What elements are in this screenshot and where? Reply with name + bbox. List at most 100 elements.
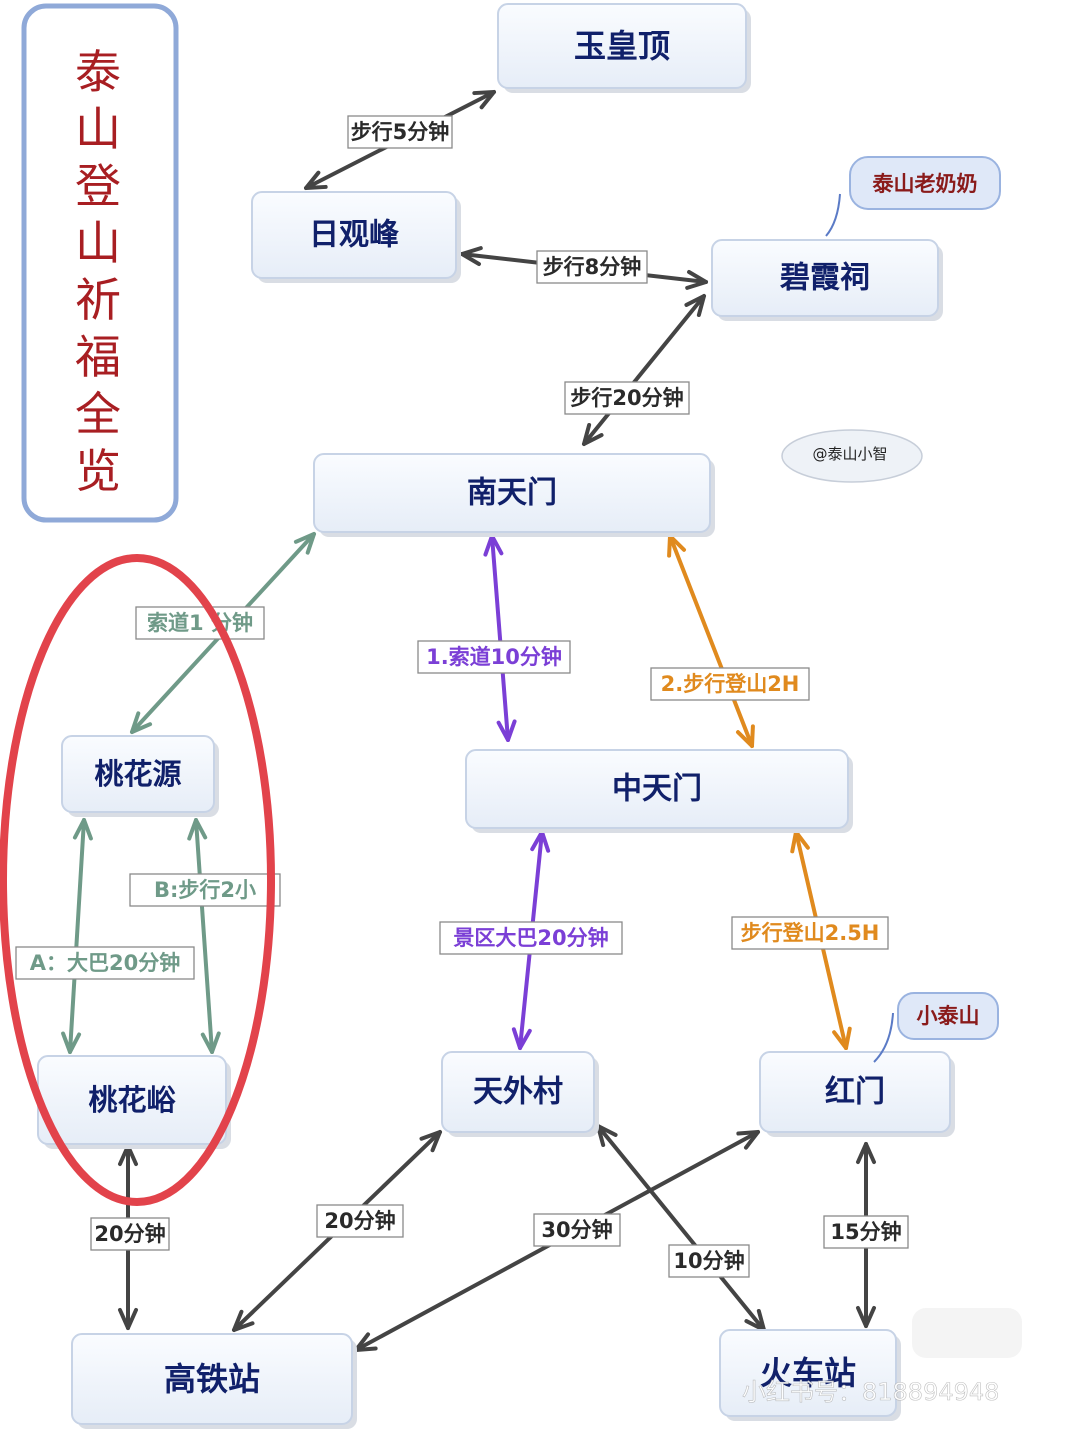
edge-label-text: A：大巴20分钟 xyxy=(30,951,180,975)
edge-label-box xyxy=(316,1204,404,1238)
nodes-layer: 玉皇顶日观峰碧霞祠南天门桃花源中天门桃花峪天外村红门高铁站火车站 xyxy=(37,3,955,1429)
node-box xyxy=(313,453,711,533)
arrowhead xyxy=(496,719,517,742)
edge-line xyxy=(668,534,754,748)
watermark: 小红书号：818894948 xyxy=(742,1308,1022,1406)
arrowhead xyxy=(130,711,153,734)
arrowhead xyxy=(304,170,328,190)
node-box xyxy=(71,1333,353,1425)
arrowhead xyxy=(511,1027,532,1050)
edge-label-e3: 步行20分钟 xyxy=(564,381,690,415)
node-box xyxy=(251,191,457,279)
edge-label-text: B:步行2小 xyxy=(154,878,256,902)
edge-label-text: 20分钟 xyxy=(94,1222,165,1246)
edge-label-box xyxy=(536,250,648,284)
title-char: 登 xyxy=(75,159,121,213)
edge-line xyxy=(68,818,86,1054)
edge-label-text: 30分钟 xyxy=(541,1218,612,1242)
edge-label-box xyxy=(439,921,623,955)
edge-label-e2: 步行8分钟 xyxy=(536,250,648,284)
node-hongmen: 红门 xyxy=(759,1051,955,1137)
edge-label-box xyxy=(129,873,281,907)
arrowhead xyxy=(419,1130,442,1153)
arrowhead xyxy=(582,422,604,446)
edge-line xyxy=(596,1124,766,1332)
note-xiaotaishan: 小泰山 xyxy=(873,992,999,1063)
note-laonainai: 泰山老奶奶 xyxy=(825,156,1001,237)
edge-label-box xyxy=(533,1213,621,1247)
node-gaotiezhan: 高铁站 xyxy=(71,1333,357,1429)
arrowhead xyxy=(293,532,316,555)
edge-label-text: 10分钟 xyxy=(673,1249,744,1273)
title-char: 全 xyxy=(75,387,121,441)
title-char: 福 xyxy=(75,330,121,384)
node-nantianmen: 南天门 xyxy=(313,453,715,537)
edge-label-e10: 步行登山2.5H xyxy=(731,916,889,950)
node-box xyxy=(719,1329,897,1417)
node-box xyxy=(497,3,747,89)
edge-label-box xyxy=(347,115,453,149)
arrowhead xyxy=(856,1142,876,1164)
node-box xyxy=(465,749,849,829)
edge-label-text: 步行20分钟 xyxy=(570,386,683,410)
node-yuhuangding: 玉皇顶 xyxy=(497,3,751,93)
arrowhead xyxy=(200,1031,221,1054)
title-char: 祈 xyxy=(75,273,121,327)
edge-label-e5: 1.索道10分钟 xyxy=(417,640,571,674)
node-label: 桃花源 xyxy=(94,757,181,791)
arrowhead xyxy=(187,818,208,841)
edge-e14 xyxy=(596,1124,766,1332)
node-taohuayu: 桃花峪 xyxy=(37,1055,231,1149)
edge-label-box xyxy=(668,1244,750,1278)
edge-label-e4: 索道1 分钟 xyxy=(135,606,265,640)
edge-e8 xyxy=(187,818,221,1054)
edge-e5 xyxy=(483,534,517,742)
node-label: 玉皇顶 xyxy=(574,27,670,65)
node-box xyxy=(759,1051,951,1133)
arrowhead xyxy=(118,1308,138,1330)
edge-label-e1: 步行5分钟 xyxy=(347,115,453,149)
title-char: 泰 xyxy=(75,45,121,99)
node-box xyxy=(441,1051,595,1133)
arrowhead xyxy=(685,270,708,290)
edge-label-e11: 20分钟 xyxy=(90,1217,170,1251)
edge-line xyxy=(194,818,214,1054)
edge-label-text: 步行登山2.5H xyxy=(741,921,880,945)
edge-label-text: 2.步行登山2H xyxy=(661,672,800,696)
title-char: 山 xyxy=(75,216,121,270)
edge-label-box xyxy=(650,667,810,701)
note-xiaotaishan-text: 小泰山 xyxy=(917,1004,980,1028)
node-riguanfeng: 日观峰 xyxy=(251,191,461,283)
edge-line xyxy=(582,294,706,446)
arrowhead xyxy=(72,818,93,841)
arrowhead xyxy=(460,246,483,266)
arrowhead xyxy=(832,1026,852,1050)
arrowhead xyxy=(684,294,706,318)
edge-label-text: 1.索道10分钟 xyxy=(426,645,562,669)
edge-label-box xyxy=(731,916,889,950)
edge-e7 xyxy=(61,818,93,1054)
edge-label-text: 步行8分钟 xyxy=(543,255,642,279)
node-label: 天外村 xyxy=(473,1075,563,1110)
edge-label-text: 20分钟 xyxy=(324,1209,395,1233)
edge-label-box xyxy=(564,381,690,415)
node-label: 碧霞祠 xyxy=(780,261,870,296)
edge-label-box xyxy=(823,1215,909,1249)
edge-label-e12: 20分钟 xyxy=(316,1204,404,1238)
node-bixiaci: 碧霞祠 xyxy=(711,239,943,321)
arrowhead xyxy=(472,90,496,110)
node-label: 红门 xyxy=(825,1075,885,1110)
node-taohuayuan: 桃花源 xyxy=(61,735,219,817)
credit-text: @泰山小智 xyxy=(812,445,887,463)
edge-label-text: 景区大巴20分钟 xyxy=(453,926,608,950)
edge-label-box xyxy=(15,946,195,980)
edge-label-text: 15分钟 xyxy=(830,1220,901,1244)
edge-label-text: 步行5分钟 xyxy=(351,120,450,144)
edge-e3 xyxy=(582,294,706,446)
edge-label-text: 索道1 分钟 xyxy=(147,611,253,635)
edge-e6 xyxy=(667,534,755,748)
arrowhead xyxy=(232,1309,255,1332)
